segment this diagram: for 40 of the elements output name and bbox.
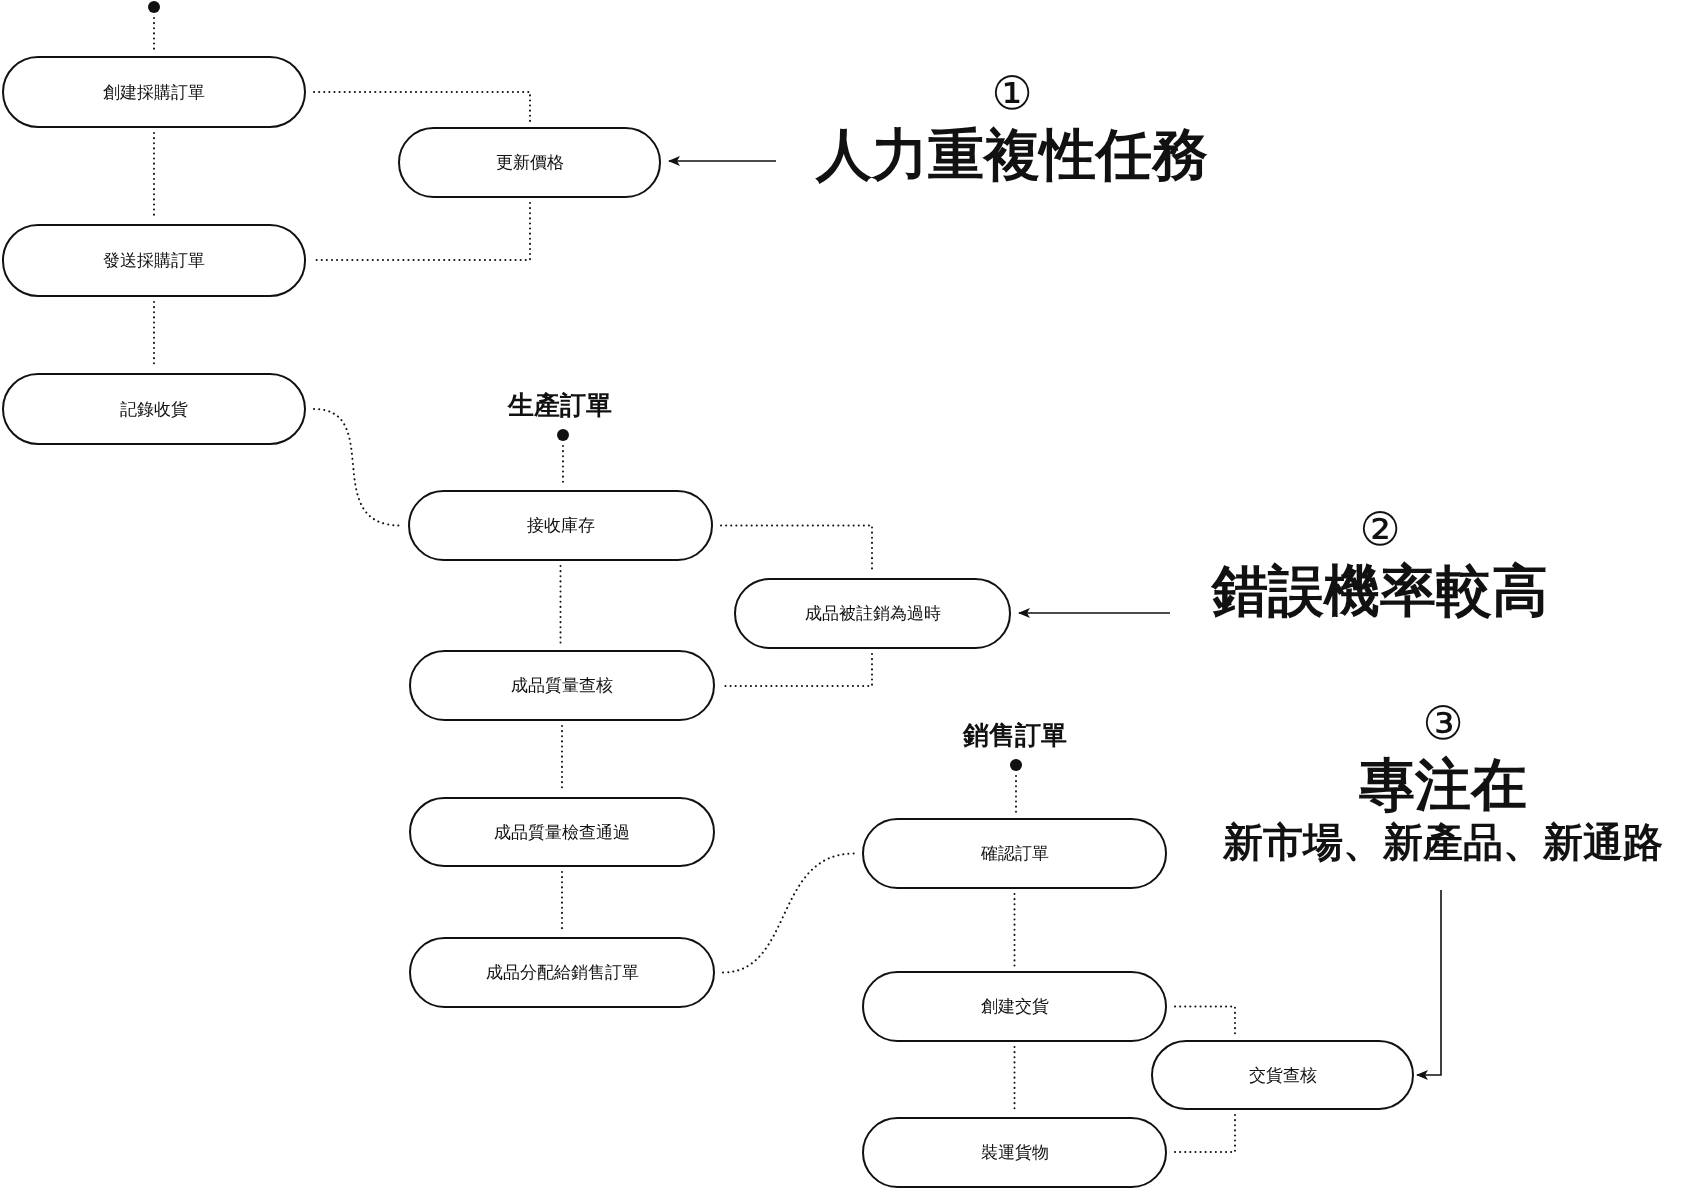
connector-line [1174, 1005, 1236, 1036]
callout-text: 新市場、新產品、新通路 [1223, 818, 1663, 867]
process-box: 接收庫存 [408, 490, 713, 561]
process-box: 成品被註銷為過時 [734, 578, 1011, 649]
process-box: 更新價格 [398, 127, 661, 198]
callout-number: ① [991, 66, 1033, 122]
process-box: 交貨查核 [1151, 1040, 1414, 1110]
connector-line [559, 565, 562, 646]
start-dot [1010, 759, 1022, 771]
callout-text: 錯誤機率較高 [1212, 557, 1548, 625]
process-box: 成品質量檢查通過 [409, 797, 715, 867]
connector-line [722, 852, 855, 974]
callout-text: 人力重複性任務 [816, 121, 1208, 189]
callout-text: 專注在 [1359, 751, 1527, 819]
process-box: 記錄收貨 [2, 373, 306, 445]
process-box: 發送採購訂單 [2, 224, 306, 297]
callout-number: ② [1359, 502, 1401, 558]
process-box: 成品分配給銷售訂單 [409, 937, 715, 1008]
connector-line [1015, 775, 1017, 814]
connector-line [1174, 1114, 1236, 1153]
process-box: 創建交貨 [862, 971, 1167, 1042]
callout-number: ③ [1422, 696, 1464, 752]
connector-line [1013, 893, 1016, 967]
connector-line [313, 202, 531, 261]
process-box: 確認訂單 [862, 818, 1167, 889]
connector-line [313, 91, 531, 123]
arrow [1416, 889, 1442, 1080]
connector-line [153, 17, 155, 52]
start-dot [557, 429, 569, 441]
connector-line [722, 653, 873, 687]
connector-line [313, 408, 401, 527]
arrow [1018, 608, 1171, 618]
arrow [668, 156, 777, 166]
order-title: 銷售訂單 [963, 719, 1067, 752]
process-box: 創建採購訂單 [2, 56, 306, 128]
process-box: 成品質量查核 [409, 650, 715, 721]
process-box: 裝運貨物 [862, 1117, 1167, 1188]
order-title: 生產訂單 [508, 389, 612, 422]
connector-line [562, 445, 564, 486]
start-dot [148, 1, 160, 13]
